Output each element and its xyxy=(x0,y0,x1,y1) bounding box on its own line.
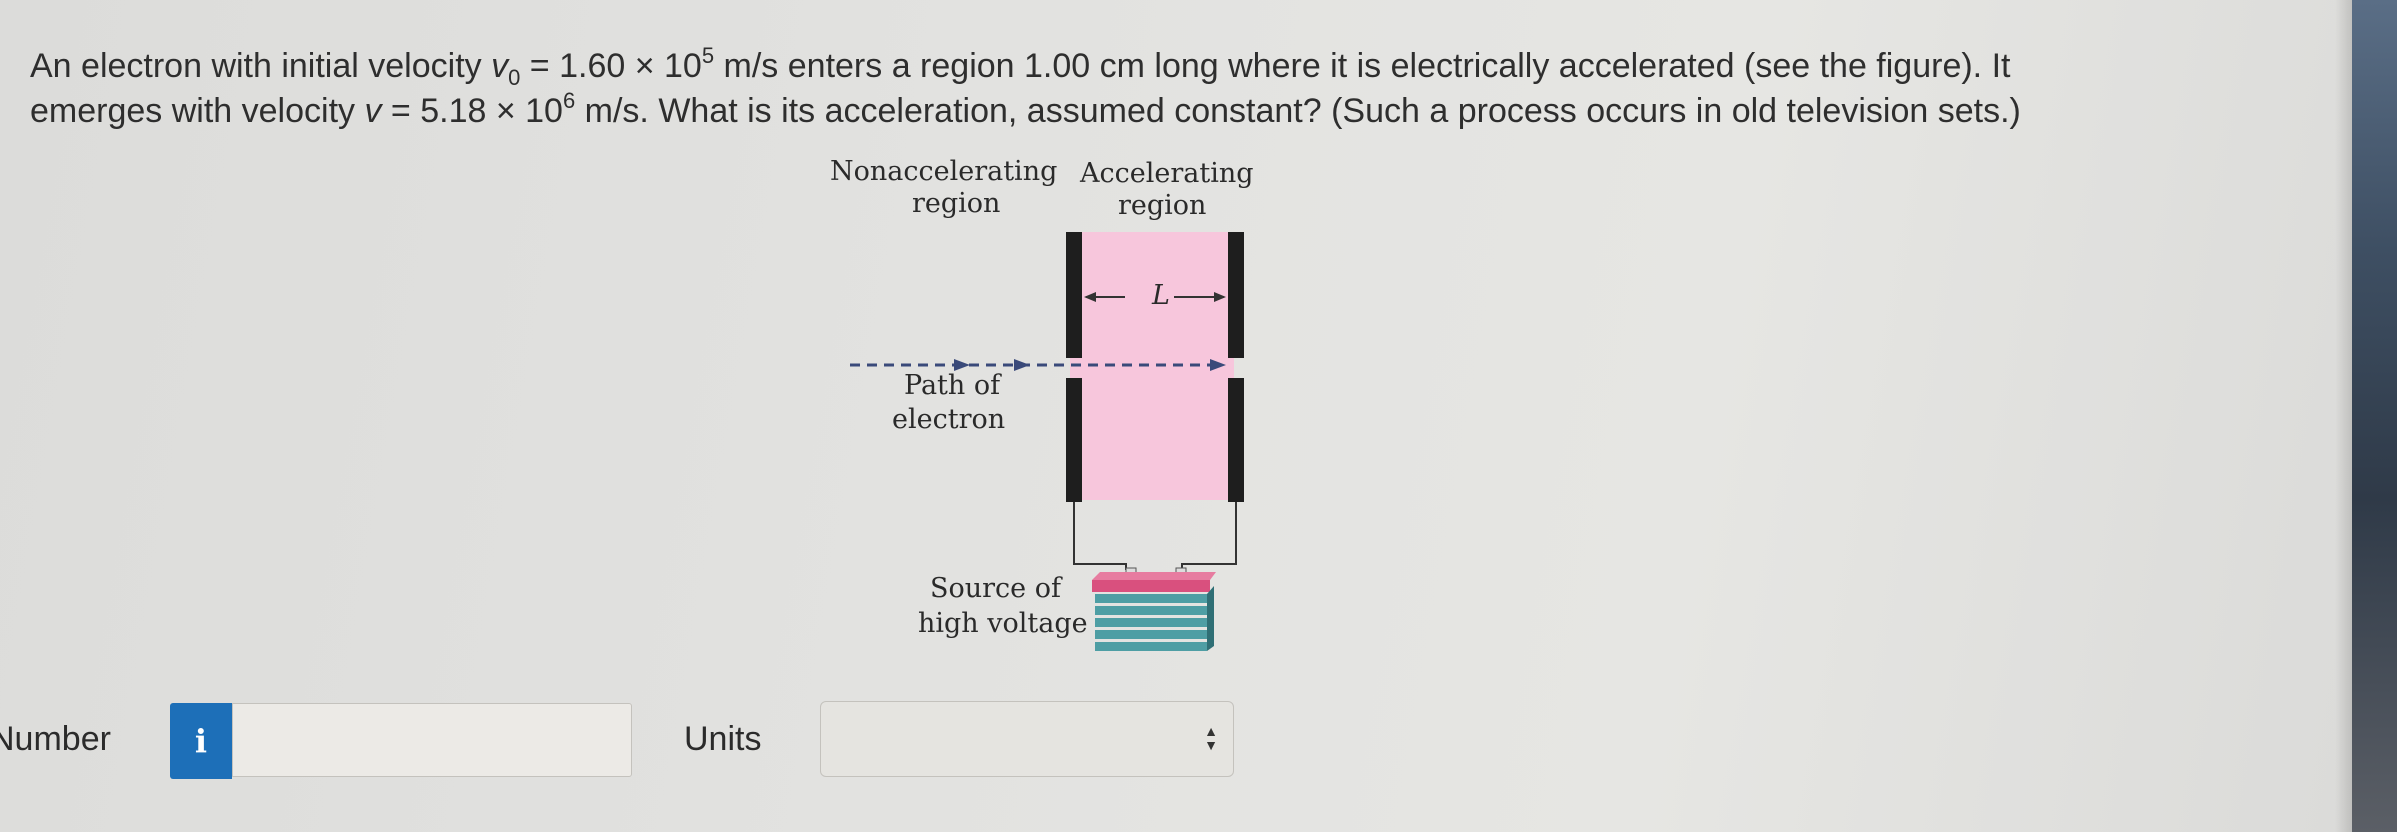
info-icon[interactable]: i xyxy=(170,703,232,779)
electron-acceleration-figure: Nonaccelerating region Accelerating regi… xyxy=(830,150,1260,660)
select-arrows-icon: ▲▼ xyxy=(1204,723,1218,753)
source-label-line2: high voltage xyxy=(918,608,1088,639)
battery-cell-1 xyxy=(1095,594,1207,603)
accelerating-label-line2: region xyxy=(1118,190,1207,221)
path-label-line1: Path of xyxy=(904,370,1001,401)
path-label-line2: electron xyxy=(892,404,1006,435)
battery-cell-2 xyxy=(1095,606,1207,615)
battery-top xyxy=(1092,580,1210,592)
electron-path-arrow-2 xyxy=(1014,359,1030,371)
background-edge xyxy=(2352,0,2397,832)
length-arrowhead-left xyxy=(1084,292,1096,302)
wire-right xyxy=(1181,502,1237,570)
electron-path-arrow-3 xyxy=(1210,359,1226,371)
right-plate-lower xyxy=(1228,378,1244,502)
wire-left xyxy=(1073,502,1127,570)
figure-drawing xyxy=(850,232,1244,651)
battery-top-face xyxy=(1092,572,1216,580)
nonaccelerating-label-line2: region xyxy=(912,188,1001,219)
battery-cell-3 xyxy=(1095,618,1207,627)
accelerating-label-line1: Accelerating xyxy=(1080,158,1254,189)
source-label-line1: Source of xyxy=(930,573,1061,604)
background-shadow xyxy=(2335,0,2355,832)
units-select[interactable]: ▲▼ xyxy=(820,701,1234,777)
number-label: Number xyxy=(0,720,111,758)
question-text: An electron with initial velocity v0 = 1… xyxy=(30,42,2021,130)
units-label: Units xyxy=(684,720,762,758)
battery-cell-5 xyxy=(1095,642,1207,651)
length-label: L xyxy=(1148,280,1174,311)
length-arrowhead-right xyxy=(1214,292,1226,302)
right-plate-upper xyxy=(1228,232,1244,358)
battery-cell-4 xyxy=(1095,630,1207,639)
nonaccelerating-label-line1: Nonaccelerating xyxy=(830,156,1058,187)
battery-side xyxy=(1207,586,1214,651)
electron-path-arrow-1 xyxy=(954,359,970,371)
left-plate-upper xyxy=(1066,232,1082,358)
number-input[interactable] xyxy=(232,703,632,777)
left-plate-lower xyxy=(1066,378,1082,502)
